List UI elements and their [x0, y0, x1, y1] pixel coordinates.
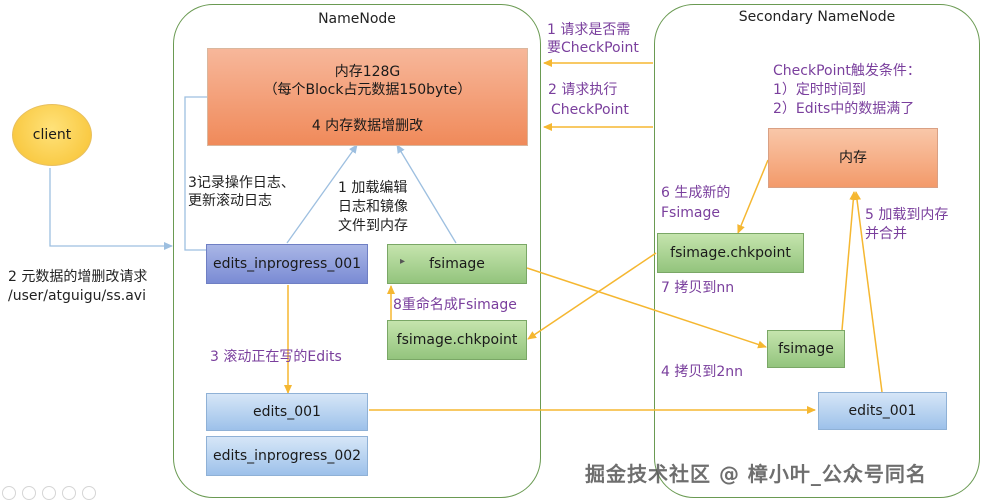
- edits-inprogress-001-box: edits_inprogress_001: [206, 244, 368, 284]
- record-log-label-line2: 更新滚动日志: [188, 193, 272, 209]
- step2-label-line2: CheckPoint: [551, 102, 629, 118]
- cursor-icon: ▸: [400, 256, 406, 267]
- memory-capacity-text: 内存128G: [334, 63, 401, 80]
- load-label-line1: 1 加载编辑: [338, 180, 408, 196]
- namenode-frame: [173, 4, 541, 498]
- load-label-line2: 日志和镜像: [338, 199, 408, 215]
- pen-icon[interactable]: [42, 486, 56, 500]
- namenode-memory-box: 内存128G （每个Block占元数据150byte） 4 内存数据增删改: [207, 48, 528, 146]
- prev-icon[interactable]: [2, 486, 16, 500]
- load-merge-label-line1: 5 加载到内存: [865, 207, 949, 223]
- secondary-memory-box: 内存: [768, 128, 938, 188]
- copy-chkpoint-arrow: [527, 252, 657, 340]
- copy-fsimage-arrow: [526, 267, 767, 349]
- copy-to-nn-label: 7 拷贝到nn: [661, 280, 735, 296]
- edits-inprogress-002-box: edits_inprogress_002: [206, 436, 368, 476]
- record-log-label-line1: 3记录操作日志、: [188, 175, 295, 191]
- checkpoint-condition-1: 1）定时时间到: [773, 82, 866, 98]
- watermark-text: 掘金技术社区 @ 樟小叶_公众号同名: [585, 462, 927, 486]
- client-node: client: [12, 104, 92, 166]
- generate-fsimage-arrow: [737, 159, 769, 234]
- record-log-line: [184, 96, 207, 251]
- client-request-label-line1: 2 元数据的增删改请求: [8, 269, 148, 285]
- memory-crud-text: 4 内存数据增删改: [311, 118, 424, 135]
- secondary-edits-001-box: edits_001: [818, 392, 947, 430]
- generate-fsimage-label-line2: Fsimage: [661, 205, 720, 221]
- checkpoint-conditions-title: CheckPoint触发条件：: [773, 63, 921, 79]
- load-label-line3: 文件到内存: [338, 218, 408, 234]
- step1-label-line2: 要CheckPoint: [547, 40, 639, 56]
- bottom-toolbar: [2, 486, 96, 500]
- play-icon[interactable]: [22, 486, 36, 500]
- client-request-label-line2: /user/atguigu/ss.avi: [8, 288, 146, 304]
- namenode-fsimage-chkpoint-box: fsimage.chkpoint: [387, 320, 527, 360]
- load-fsimage-arrow: [396, 144, 457, 244]
- more-icon[interactable]: [82, 486, 96, 500]
- copy-to-2nn-label: 4 拷贝到2nn: [661, 364, 744, 380]
- rename-label: 8重命名成Fsimage: [393, 297, 517, 313]
- client-request-arrow: [49, 168, 173, 250]
- zoom-icon[interactable]: [62, 486, 76, 500]
- merge-edits-arrow: [853, 191, 883, 393]
- fsimage-box: ▸ fsimage: [387, 244, 527, 284]
- fsimage-label: fsimage: [429, 255, 485, 272]
- step2-label-line1: 2 请求执行: [548, 82, 618, 98]
- secondary-fsimage-chkpoint-box: fsimage.chkpoint: [657, 233, 804, 273]
- secondary-namenode-frame: [654, 4, 980, 498]
- memory-block-text: （每个Block占元数据150byte）: [263, 81, 472, 98]
- checkpoint-condition-2: 2）Edits中的数据满了: [773, 101, 915, 117]
- secondary-namenode-title: Secondary NameNode: [738, 9, 896, 25]
- load-merge-label-line2: 并合并: [865, 226, 907, 242]
- merge-fsimage-arrow: [841, 191, 858, 331]
- step1-label-line1: 1 请求是否需: [547, 22, 631, 38]
- load-edits-arrow: [286, 144, 358, 244]
- secondary-fsimage-box: fsimage: [767, 330, 845, 368]
- edits-001-box: edits_001: [206, 393, 368, 431]
- generate-fsimage-label-line1: 6 生成新的: [661, 185, 731, 201]
- namenode-title: NameNode: [318, 11, 396, 27]
- roll-edits-label: 3 滚动正在写的Edits: [210, 349, 342, 365]
